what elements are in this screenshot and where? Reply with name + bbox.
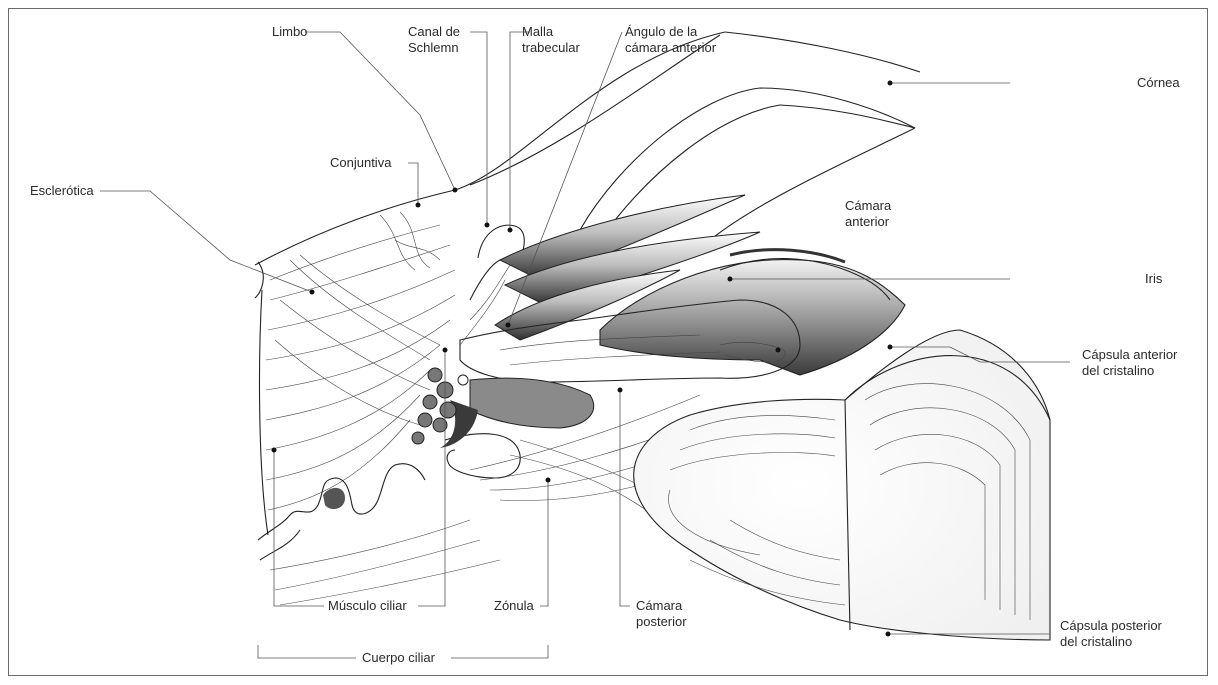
label-esclerotica: Esclerótica (30, 183, 94, 199)
label-musculo-ciliar: Músculo ciliar (328, 598, 407, 614)
label-angulo-camara: Ángulo de la cámara anterior (625, 24, 716, 56)
ciliary-processes (258, 434, 520, 605)
label-malla-trabecular: Malla trabecular (522, 24, 580, 56)
lens-block (634, 330, 1050, 640)
label-capsula-anterior: Cápsula anterior del cristalino (1082, 347, 1177, 379)
label-zonula: Zónula (494, 598, 534, 614)
label-canal-schlemm: Canal de Schlemn (408, 24, 460, 56)
sclera-shape (255, 190, 455, 535)
label-limbo: Limbo (272, 24, 307, 40)
label-cuerpo-ciliar: Cuerpo ciliar (362, 650, 435, 666)
label-conjuntiva: Conjuntiva (330, 155, 391, 171)
label-camara-anterior: Cámara anterior (845, 198, 891, 230)
label-camara-posterior: Cámara posterior (636, 598, 687, 630)
label-iris: Iris (1145, 271, 1162, 287)
label-capsula-posterior: Cápsula posterior del cristalino (1060, 618, 1162, 650)
label-cornea: Córnea (1137, 75, 1180, 91)
